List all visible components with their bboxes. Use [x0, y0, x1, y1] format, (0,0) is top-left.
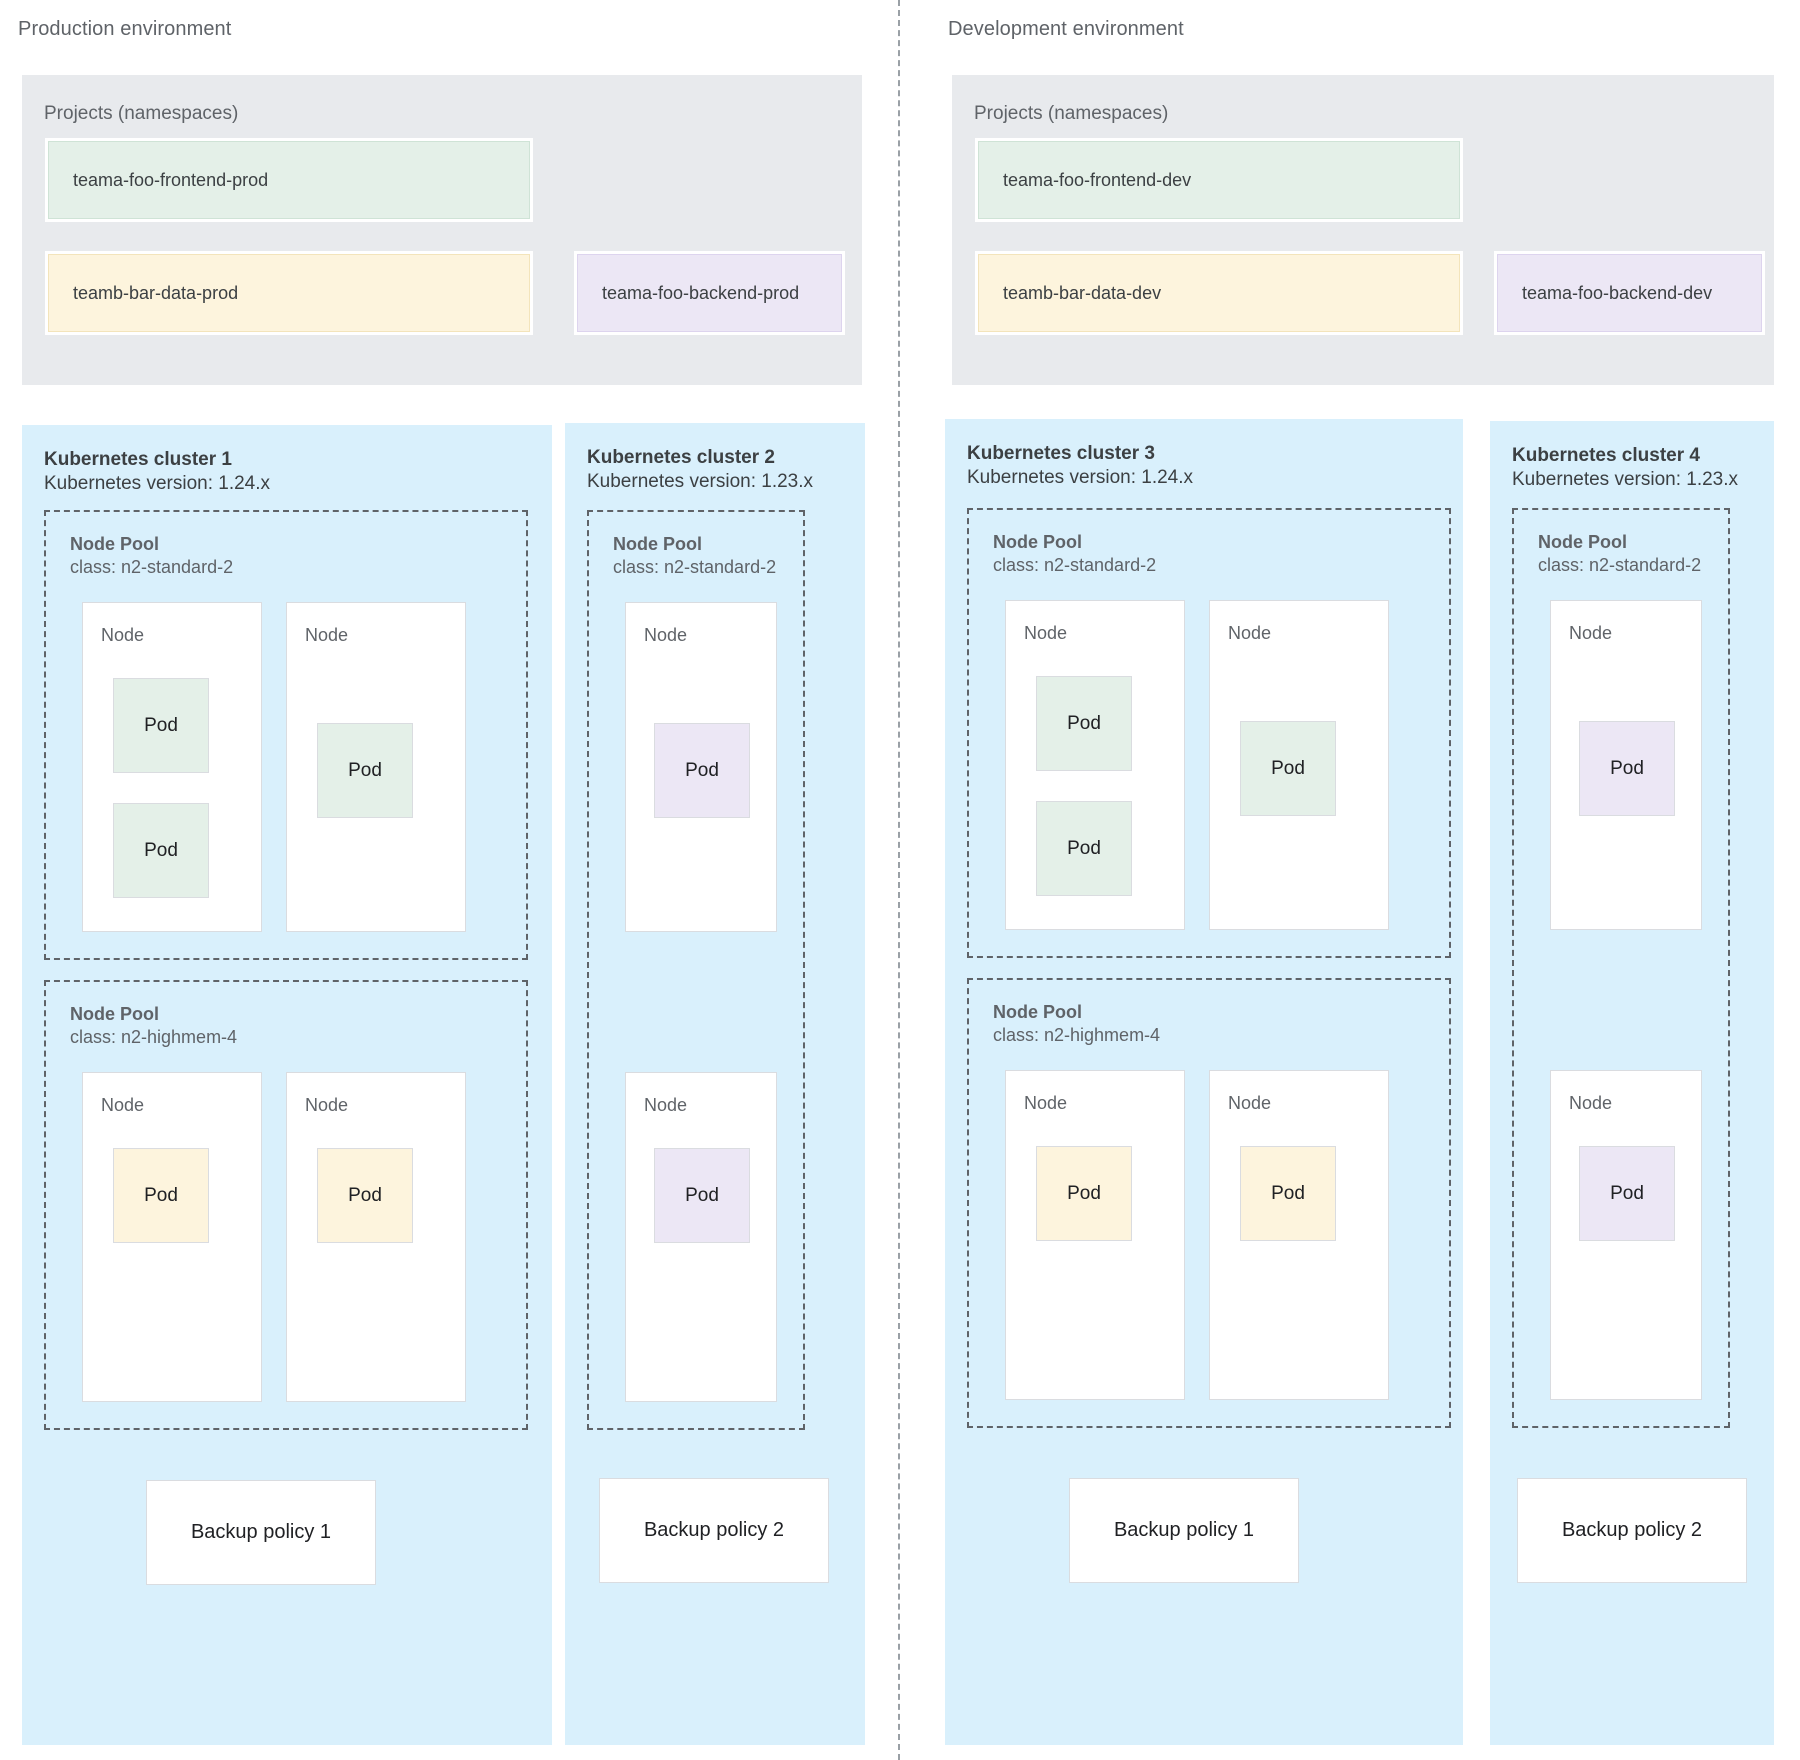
pod[interactable]: Pod	[1036, 801, 1132, 896]
node[interactable]: Node Pod	[1550, 1070, 1702, 1400]
node[interactable]: Node Pod Pod	[82, 602, 262, 932]
node-label: Node	[1024, 623, 1068, 643]
node-pool-label: Node Pool	[993, 1002, 1082, 1022]
kubernetes-cluster-4[interactable]: Kubernetes cluster 4 Kubernetes version:…	[1490, 421, 1774, 1745]
node-pool-class: class: n2-highmem-4	[993, 1025, 1161, 1045]
pod[interactable]: Pod	[654, 1148, 750, 1243]
namespace-box[interactable]: teama-foo-backend-dev	[1494, 251, 1765, 335]
node-pool-class: class: n2-standard-2	[1538, 555, 1702, 575]
node-label: Node	[1024, 1093, 1068, 1113]
pod[interactable]: Pod	[113, 1148, 209, 1243]
cluster-title: Kubernetes cluster 1	[44, 449, 232, 470]
node-pool-label: Node Pool	[1538, 532, 1627, 552]
node[interactable]: Node Pod	[1550, 600, 1702, 930]
projects-panel-development: Projects (namespaces) teama-foo-frontend…	[952, 75, 1774, 385]
node-label: Node	[305, 625, 349, 645]
node-label: Node	[1228, 623, 1272, 643]
node-label: Node	[1569, 1093, 1613, 1113]
node-pool-class: class: n2-highmem-4	[70, 1027, 238, 1047]
node-pool[interactable]: Node Pool class: n2-standard-2 Node Pod …	[967, 508, 1451, 958]
pod[interactable]: Pod	[1240, 721, 1336, 816]
node-pool-label: Node Pool	[613, 534, 702, 554]
cluster-title: Kubernetes cluster 2	[587, 447, 775, 468]
node[interactable]: Node Pod	[82, 1072, 262, 1402]
node[interactable]: Node Pod	[625, 1072, 777, 1402]
kubernetes-cluster-2[interactable]: Kubernetes cluster 2 Kubernetes version:…	[565, 423, 865, 1745]
projects-label-development: Projects (namespaces)	[974, 103, 1169, 124]
cluster-title: Kubernetes cluster 3	[967, 443, 1155, 464]
node-label: Node	[1228, 1093, 1272, 1113]
backup-policy[interactable]: Backup policy 2	[1517, 1478, 1747, 1583]
node-label: Node	[644, 1095, 688, 1115]
backup-policy[interactable]: Backup policy 2	[599, 1478, 829, 1583]
pod[interactable]: Pod	[1036, 1146, 1132, 1241]
node-pool-label: Node Pool	[993, 532, 1082, 552]
node-pool[interactable]: Node Pool class: n2-standard-2 Node Pod …	[44, 510, 528, 960]
pod[interactable]: Pod	[113, 678, 209, 773]
pod[interactable]: Pod	[1036, 676, 1132, 771]
namespace-box[interactable]: teamb-bar-data-dev	[975, 251, 1463, 335]
pod[interactable]: Pod	[113, 803, 209, 898]
node-pool-class: class: n2-standard-2	[993, 555, 1157, 575]
node-pool-label: Node Pool	[70, 1004, 159, 1024]
node-label: Node	[644, 625, 688, 645]
node-pool[interactable]: Node Pool class: n2-highmem-4 Node Pod N…	[967, 978, 1451, 1428]
node-label: Node	[101, 1095, 145, 1115]
environment-title-development: Development environment	[948, 18, 1184, 40]
node-pool-label: Node Pool	[70, 534, 159, 554]
namespace-box[interactable]: teama-foo-frontend-dev	[975, 138, 1463, 222]
projects-panel-production: Projects (namespaces) teama-foo-frontend…	[22, 75, 862, 385]
pod[interactable]: Pod	[1579, 721, 1675, 816]
node-pool[interactable]: Node Pool class: n2-highmem-4 Node Pod N…	[44, 980, 528, 1430]
node-label: Node	[305, 1095, 349, 1115]
node-label: Node	[101, 625, 145, 645]
cluster-version: Kubernetes version: 1.24.x	[967, 467, 1194, 488]
node-pool[interactable]: Node Pool class: n2-standard-2 Node Pod …	[1512, 508, 1730, 1428]
kubernetes-cluster-1[interactable]: Kubernetes cluster 1 Kubernetes version:…	[22, 425, 552, 1745]
pod[interactable]: Pod	[1240, 1146, 1336, 1241]
pod[interactable]: Pod	[317, 723, 413, 818]
cluster-version: Kubernetes version: 1.23.x	[587, 471, 814, 492]
node-pool-class: class: n2-standard-2	[70, 557, 234, 577]
cluster-version: Kubernetes version: 1.24.x	[44, 473, 271, 494]
pod[interactable]: Pod	[1579, 1146, 1675, 1241]
backup-policy[interactable]: Backup policy 1	[146, 1480, 376, 1585]
environment-divider	[898, 0, 900, 1760]
node[interactable]: Node Pod	[1209, 600, 1389, 930]
cluster-title: Kubernetes cluster 4	[1512, 445, 1700, 466]
namespace-box[interactable]: teama-foo-frontend-prod	[45, 138, 533, 222]
node[interactable]: Node Pod	[286, 1072, 466, 1402]
namespace-box[interactable]: teama-foo-backend-prod	[574, 251, 845, 335]
node[interactable]: Node Pod	[625, 602, 777, 932]
backup-policy[interactable]: Backup policy 1	[1069, 1478, 1299, 1583]
node[interactable]: Node Pod	[286, 602, 466, 932]
namespace-box[interactable]: teamb-bar-data-prod	[45, 251, 533, 335]
node[interactable]: Node Pod	[1209, 1070, 1389, 1400]
node-pool[interactable]: Node Pool class: n2-standard-2 Node Pod …	[587, 510, 805, 1430]
projects-label-production: Projects (namespaces)	[44, 103, 239, 124]
node[interactable]: Node Pod Pod	[1005, 600, 1185, 930]
node-pool-class: class: n2-standard-2	[613, 557, 777, 577]
cluster-version: Kubernetes version: 1.23.x	[1512, 469, 1739, 490]
pod[interactable]: Pod	[654, 723, 750, 818]
environment-title-production: Production environment	[18, 18, 232, 40]
kubernetes-cluster-3[interactable]: Kubernetes cluster 3 Kubernetes version:…	[945, 419, 1463, 1745]
node-label: Node	[1569, 623, 1613, 643]
pod[interactable]: Pod	[317, 1148, 413, 1243]
node[interactable]: Node Pod	[1005, 1070, 1185, 1400]
